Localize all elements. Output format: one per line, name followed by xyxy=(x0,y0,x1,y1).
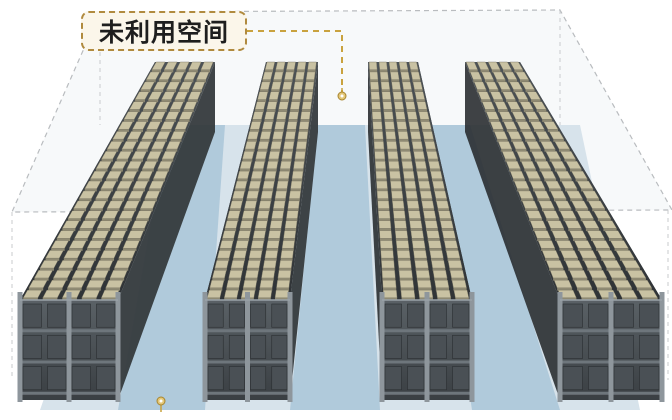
aisle-2 xyxy=(290,125,380,410)
rack-row-3 xyxy=(368,61,475,402)
callout-leader-line xyxy=(247,30,343,92)
rack-row-1 xyxy=(17,61,215,402)
aisle-1 xyxy=(118,125,225,410)
rack-row-4 xyxy=(465,61,665,402)
rack-rows xyxy=(17,61,665,402)
pin-marker-icon xyxy=(156,396,166,412)
unused-space-text: 未利用空间 xyxy=(98,18,229,47)
unused-space-label: 未利用空间 xyxy=(81,11,247,51)
rack-row-2 xyxy=(202,61,318,402)
pin-marker-icon xyxy=(337,88,347,101)
